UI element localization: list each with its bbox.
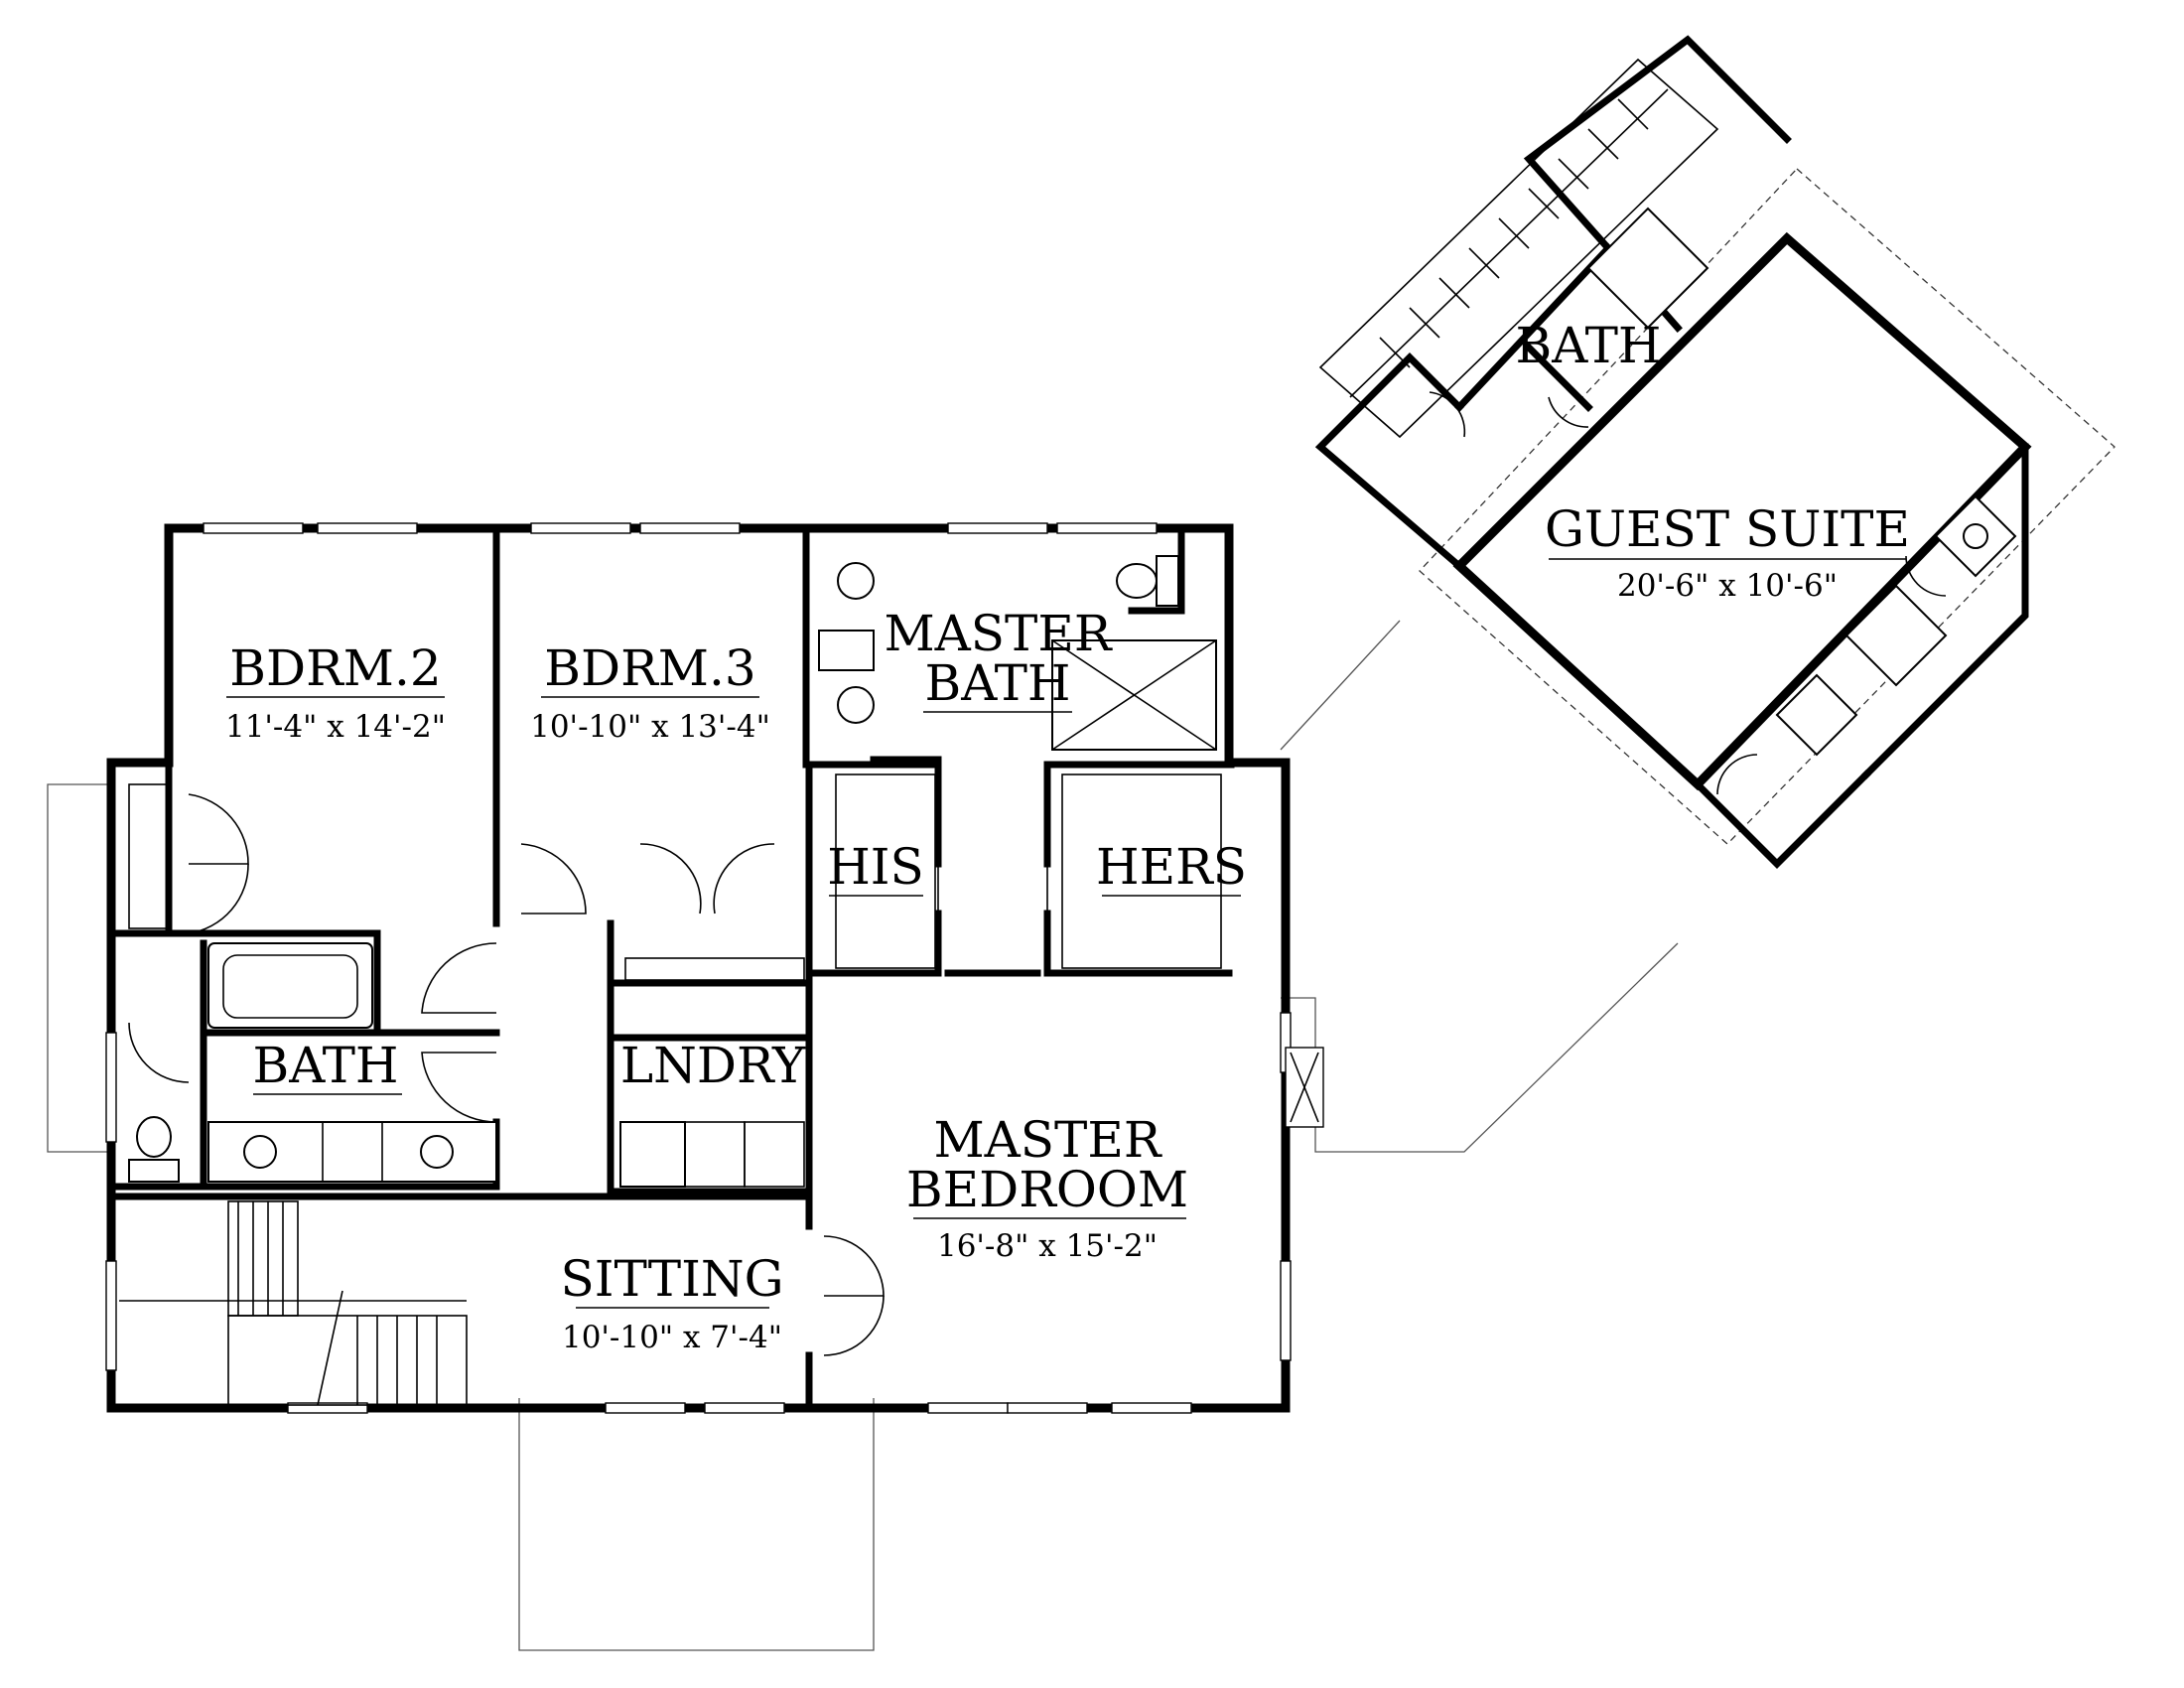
deck-outlines — [47, 620, 1679, 1651]
room-labels: BDRM.2 11'-4" x 14'-2" BDRM.3 10'-10" x … — [225, 317, 1910, 1355]
plumbing-fixtures — [128, 555, 1217, 1188]
door-swings — [128, 793, 1048, 1356]
bdrm3-name: BDRM.3 — [544, 639, 755, 697]
windows — [105, 522, 1324, 1414]
laundry-label: LNDRY — [620, 1037, 806, 1094]
master-bath-line1: MASTER — [884, 605, 1112, 662]
bdrm2-size: 11'-4" x 14'-2" — [225, 709, 446, 745]
guest-suite-size: 20'-6" x 10'-6" — [1617, 568, 1838, 604]
guest-bath-label: BATH — [1515, 317, 1661, 374]
guest-suite-label: GUEST SUITE — [1545, 500, 1910, 558]
guest-suite-structure — [1314, 35, 2116, 869]
sitting-label: SITTING — [560, 1250, 783, 1308]
bath-label: BATH — [252, 1037, 398, 1094]
master-bedroom-line2: BEDROOM — [906, 1161, 1188, 1218]
his-closet-label: HIS — [827, 838, 924, 896]
master-bedroom-line1: MASTER — [933, 1111, 1161, 1169]
bdrm2-name: BDRM.2 — [229, 639, 441, 697]
master-bedroom-size: 16'-8" x 15'-2" — [937, 1228, 1158, 1264]
master-bath-line2: BATH — [924, 654, 1070, 712]
closet-shelves — [128, 774, 1222, 981]
stairs — [119, 1200, 468, 1406]
hers-closet-label: HERS — [1096, 838, 1247, 896]
bdrm3-size: 10'-10" x 13'-4" — [530, 709, 770, 745]
sitting-size: 10'-10" x 7'-4" — [562, 1320, 782, 1355]
